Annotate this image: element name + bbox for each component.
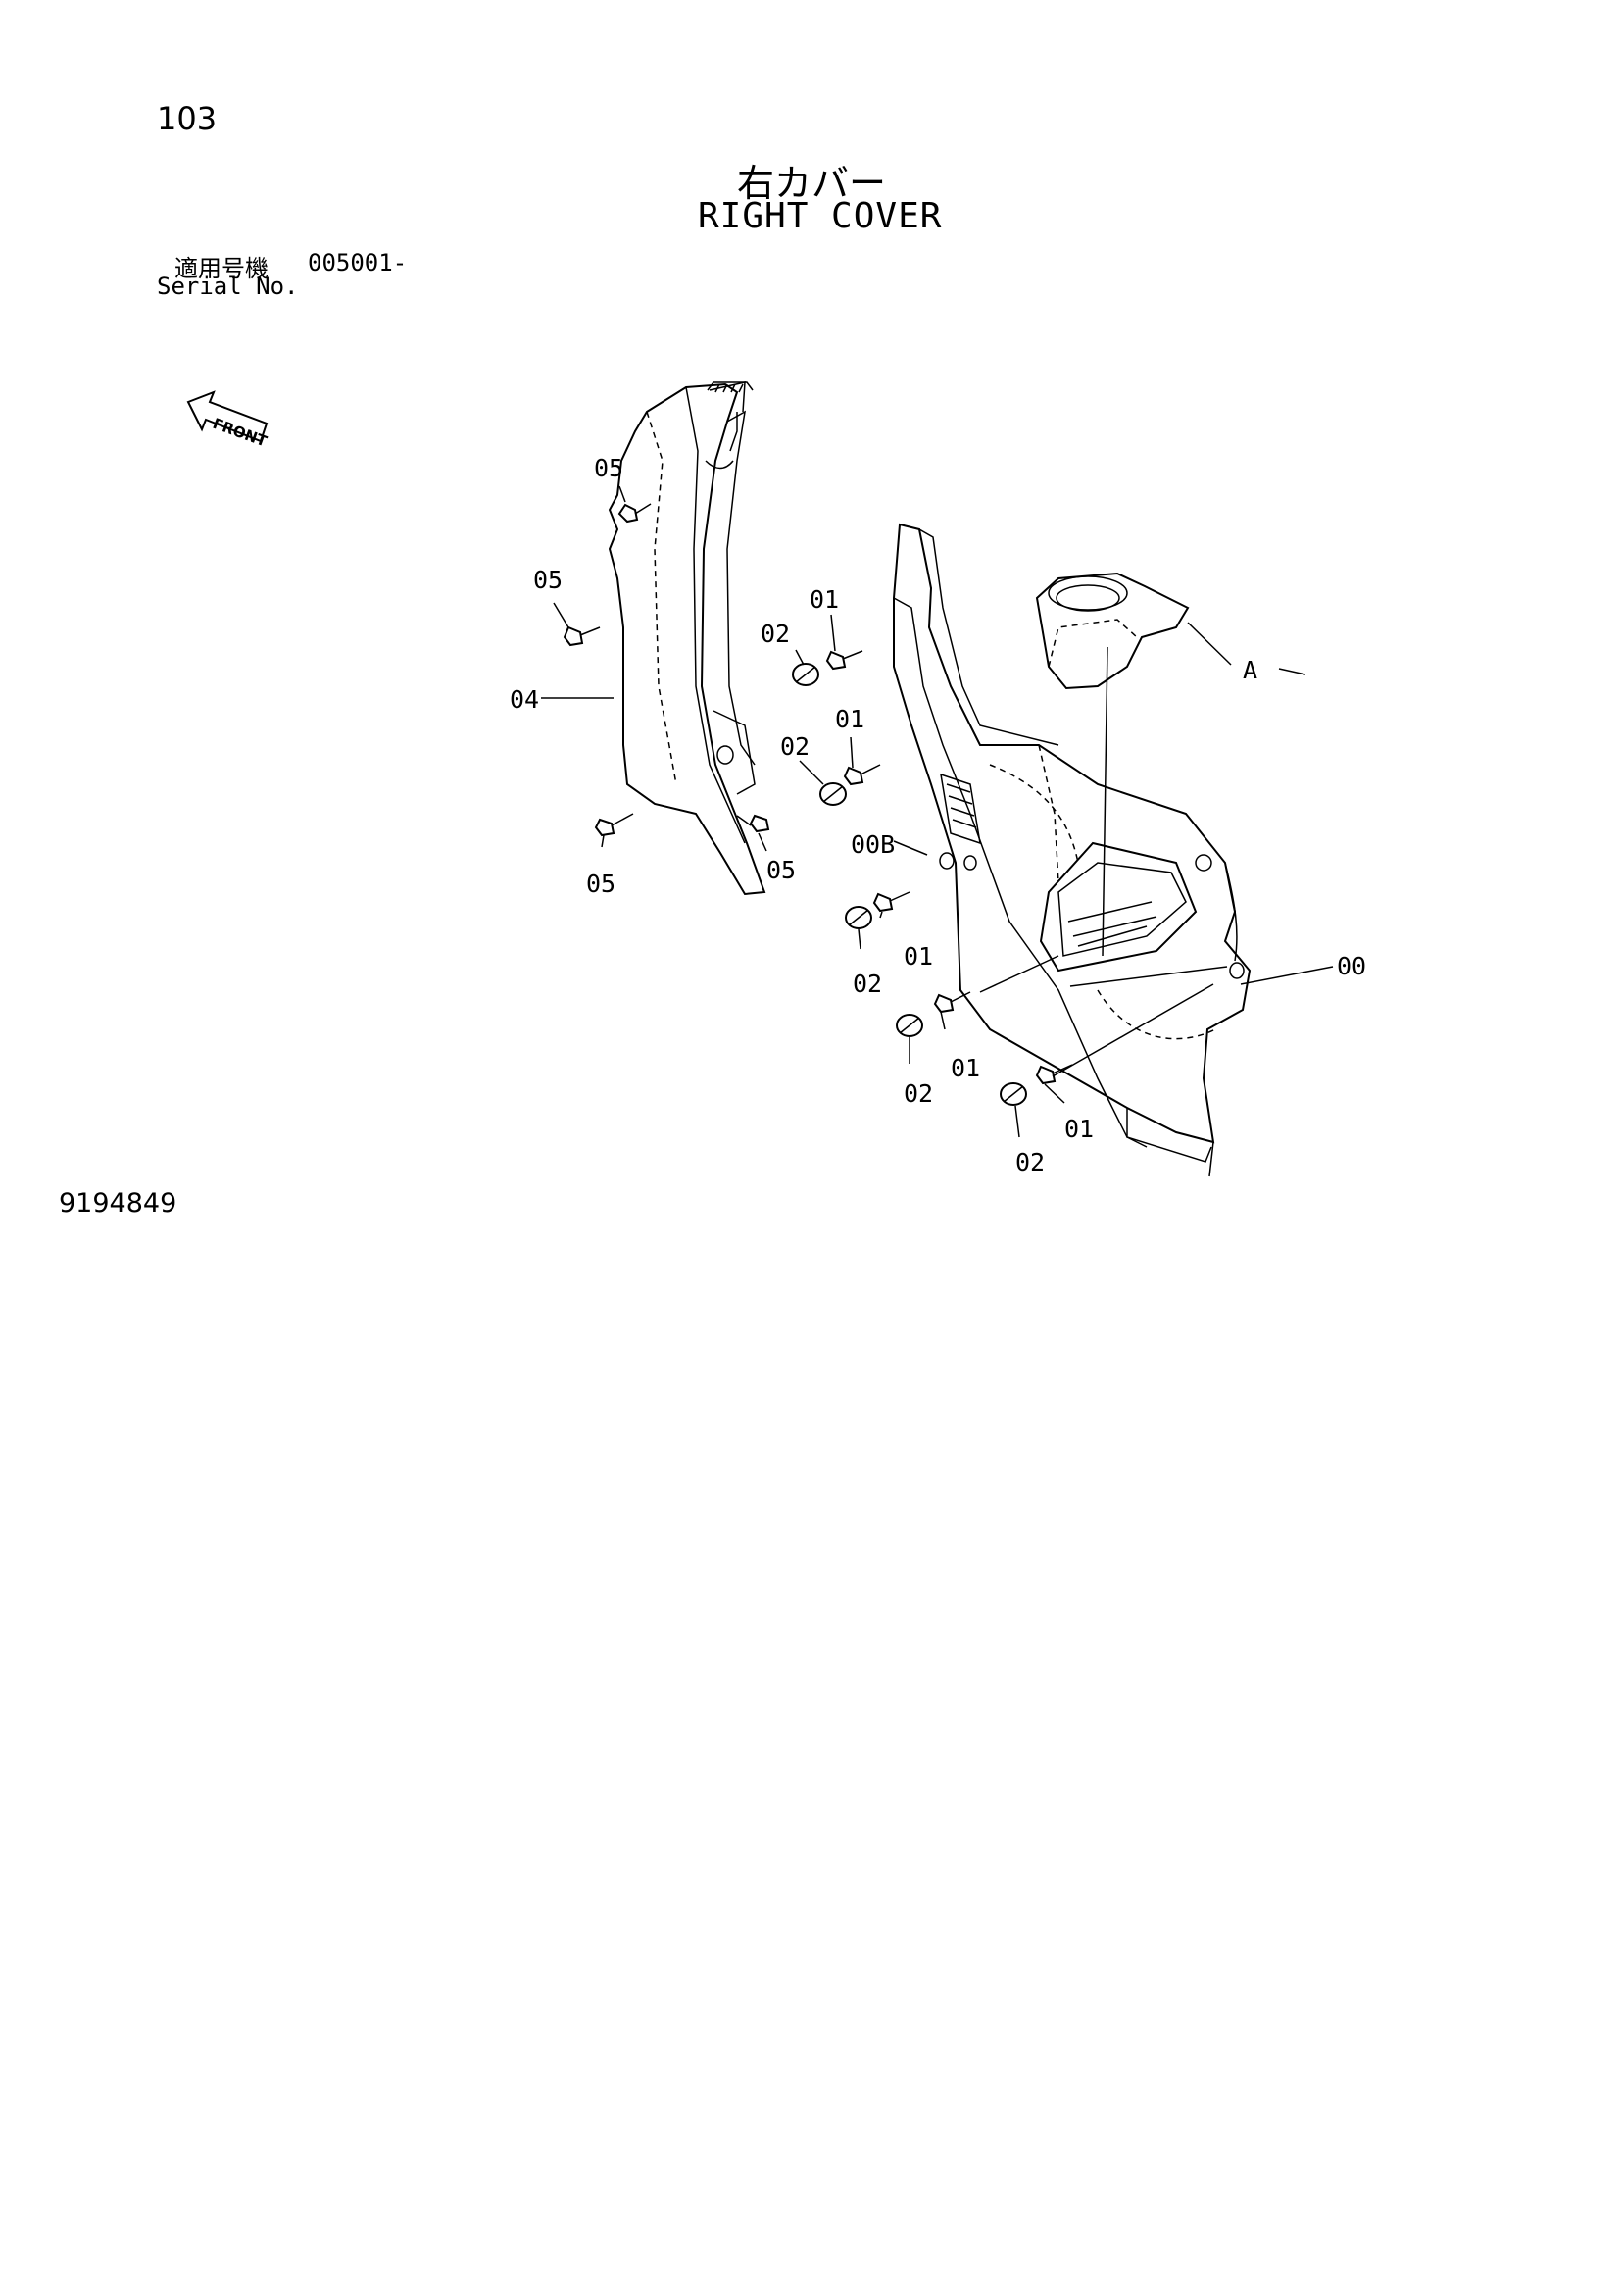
callout-04: 04 xyxy=(510,685,539,714)
cap-icon xyxy=(845,906,872,929)
callout-02: 02 xyxy=(904,1079,933,1108)
callout-01: 01 xyxy=(951,1054,980,1082)
page-title: RIGHT COVER xyxy=(698,196,943,236)
callout-A: A xyxy=(1243,656,1257,684)
front-arrow-icon: FRONT xyxy=(186,390,270,451)
callout-00: 00 xyxy=(1337,952,1366,980)
callout-01: 01 xyxy=(835,705,864,733)
cover-body-part-00 xyxy=(893,523,1252,1177)
bolt-icon xyxy=(1035,1064,1073,1085)
callout-02: 02 xyxy=(761,620,790,648)
bolt-icon xyxy=(736,814,770,833)
callout-02: 02 xyxy=(853,970,882,998)
serial-label: Serial No. xyxy=(157,273,299,300)
fasteners xyxy=(563,503,1073,1106)
bolt-icon xyxy=(872,891,910,913)
callout-05: 05 xyxy=(594,454,623,482)
page-number: 103 xyxy=(157,100,218,137)
bolt-icon xyxy=(825,650,863,671)
bolt-icon xyxy=(617,503,652,524)
callout-02: 02 xyxy=(780,732,810,761)
serial-label-japanese: 適用号機 xyxy=(174,255,269,282)
cap-icon xyxy=(1000,1082,1027,1106)
callout-01: 01 xyxy=(904,942,933,971)
drawing-number: 9194849 xyxy=(59,1188,177,1219)
cap-icon xyxy=(896,1014,923,1037)
callout-00B: 00B xyxy=(851,830,895,859)
callout-01: 01 xyxy=(1064,1115,1094,1143)
bolt-icon xyxy=(843,764,881,786)
side-cover-part-04 xyxy=(608,381,766,896)
cap-icon xyxy=(792,663,819,686)
bolt-icon xyxy=(933,991,971,1014)
callout-05: 05 xyxy=(533,566,563,594)
callout-01: 01 xyxy=(810,585,839,614)
bolt-icon xyxy=(594,813,634,837)
bolt-icon xyxy=(563,625,601,647)
duct-part-A xyxy=(1035,572,1190,957)
callout-05: 05 xyxy=(586,870,615,898)
callout-05: 05 xyxy=(766,856,796,884)
callout-02: 02 xyxy=(1015,1148,1045,1176)
leader-lines xyxy=(541,485,1334,1138)
cap-icon xyxy=(819,782,847,806)
serial-range: 005001- xyxy=(308,249,408,276)
page-title-japanese: 右カバー xyxy=(737,162,887,205)
